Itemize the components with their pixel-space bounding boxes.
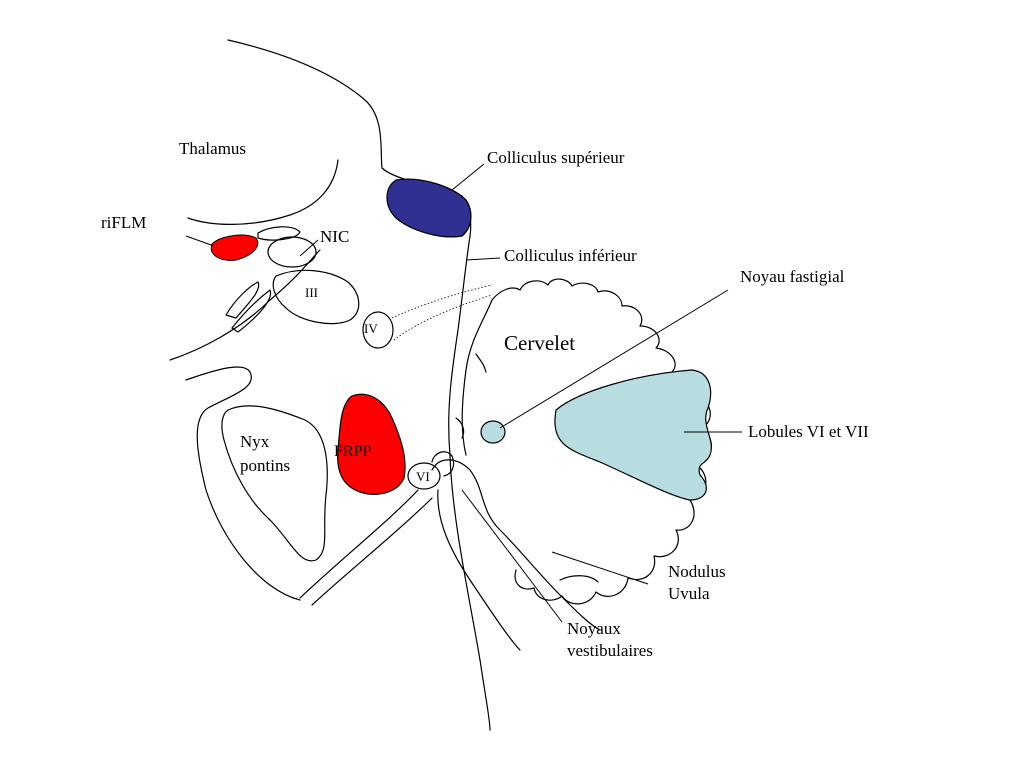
label-colliculus-superieur: Colliculus supérieur bbox=[487, 148, 625, 167]
nucleus-iv-outline bbox=[362, 311, 394, 349]
label-frpp: FRPP bbox=[334, 443, 371, 460]
vestibular-inner-outline bbox=[437, 489, 521, 651]
folia-2 bbox=[475, 353, 487, 373]
trochlear-tract bbox=[391, 284, 493, 341]
tract-1 bbox=[299, 489, 419, 599]
riflm-shape bbox=[210, 234, 259, 261]
label-noyau-fastigial: Noyau fastigial bbox=[740, 267, 845, 286]
label-nucleus-iv: IV bbox=[364, 321, 378, 336]
colliculus-inferieur-leader bbox=[465, 257, 501, 261]
cerebellum-inner-edge bbox=[461, 299, 493, 456]
label-nucleus-vi: VI bbox=[416, 469, 430, 484]
noyau-fastigial-shape bbox=[480, 420, 506, 444]
brainstem-dorsal-outline bbox=[227, 39, 491, 731]
label-riflm: riFLM bbox=[101, 213, 146, 232]
cerebellum-outline bbox=[491, 278, 712, 605]
label-nodulus: Nodulus bbox=[668, 562, 726, 581]
riflm-leader bbox=[185, 235, 215, 247]
tract-2 bbox=[311, 497, 433, 606]
pontine-nuclei-outline bbox=[221, 405, 328, 562]
folia-1 bbox=[455, 417, 465, 439]
label-lobules: Lobules VI et VII bbox=[748, 422, 869, 441]
label-nucleus-iii: III bbox=[305, 285, 318, 300]
label-colliculus-inferieur: Colliculus inférieur bbox=[504, 246, 637, 265]
lobules-vi-vii bbox=[554, 369, 712, 501]
thalamus-outline bbox=[187, 159, 339, 225]
label-thalamus: Thalamus bbox=[179, 139, 246, 158]
frpp-shape bbox=[337, 393, 406, 495]
label-noyaux-line2: vestibulaires bbox=[567, 641, 653, 660]
folia-3 bbox=[559, 575, 599, 583]
label-uvula: Uvula bbox=[668, 584, 710, 603]
colliculus-superieur-shape bbox=[386, 178, 472, 238]
noyau-fastigial-leader bbox=[499, 289, 729, 429]
vi-cap bbox=[431, 451, 455, 477]
noyaux-vestibulaires-leader bbox=[461, 489, 563, 623]
label-nic: NIC bbox=[320, 227, 349, 246]
peduncle-shape-2 bbox=[231, 289, 272, 333]
nucleus-vi-outline bbox=[407, 462, 441, 490]
nodulus-leader bbox=[551, 551, 649, 585]
peduncle-shape-1 bbox=[225, 281, 260, 319]
label-nyx-line1: Nyx bbox=[240, 432, 270, 451]
nic-structure bbox=[267, 236, 317, 268]
label-cervelet: Cervelet bbox=[504, 331, 575, 355]
vestibular-outline bbox=[431, 459, 601, 631]
label-noyaux-line1: Noyaux bbox=[567, 619, 621, 638]
colliculus-superieur-leader bbox=[451, 163, 485, 191]
nic-leader bbox=[299, 239, 319, 257]
small-structure-near-nic bbox=[257, 226, 301, 241]
label-nyx-line2: pontins bbox=[240, 456, 290, 475]
pons-ventral-outline bbox=[185, 366, 301, 601]
nucleus-iii-outline bbox=[272, 269, 360, 325]
